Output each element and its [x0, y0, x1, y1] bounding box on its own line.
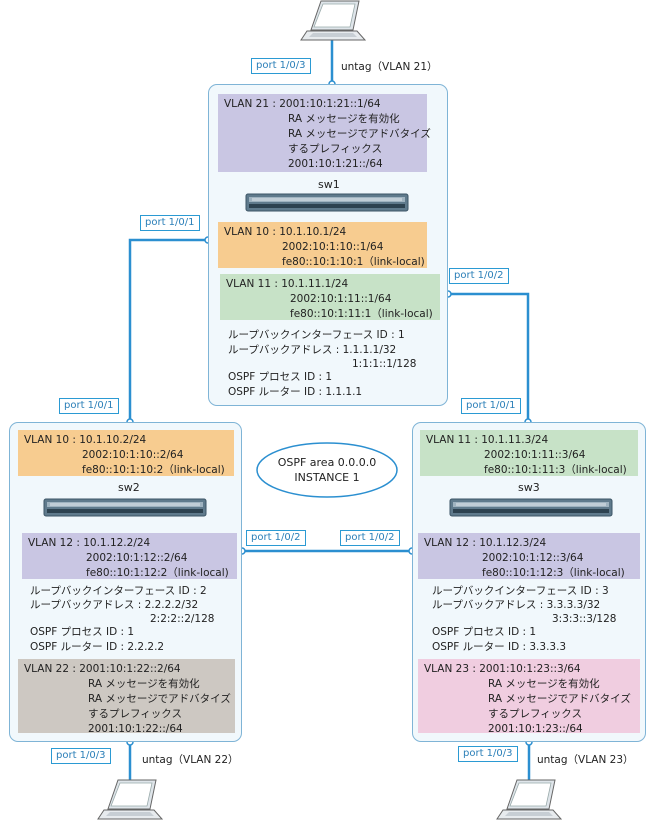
sw1-vlan21-line: 2001:10:1:21::/64 — [288, 158, 383, 170]
sw2-loopback-addr: ループバックアドレス : 2.2.2.2/32 — [30, 599, 199, 611]
link-sw1-sw3 — [448, 292, 530, 422]
sw2-vlan22-box: VLAN 22 : 2001:10:1:22::2/64 RA メッセージを有効… — [18, 659, 235, 735]
sw2-vlan12-line: VLAN 12 : 10.1.12.2/24 — [28, 537, 151, 549]
sw2-vlan10-line: VLAN 10 : 10.1.10.2/24 — [24, 434, 147, 446]
sw1-vlan11-box: VLAN 11 : 10.1.11.1/24 2002:10:1:11::1/6… — [220, 274, 440, 320]
sw1-loopback-addr: ループバックアドレス : 1.1.1.1/32 — [228, 344, 397, 356]
port-label-sw3-p2: port 1/0/2 — [340, 530, 400, 546]
sw2-vlan22-line: するプレフィックス — [88, 708, 182, 720]
sw1-ospf-router-id: OSPF ルーター ID : 1.1.1.1 — [228, 386, 363, 398]
sw3-vlan23-line: 2001:10:1:23::/64 — [488, 723, 583, 735]
sw1-vlan21-line: VLAN 21 : 2001:10:1:21::1/64 — [224, 98, 381, 110]
sw3-loopback-addr: ループバックアドレス : 3.3.3.3/32 — [432, 599, 601, 611]
sw1-vlan10-line: 2002:10:1:10::1/64 — [282, 241, 384, 253]
port-label-sw3-p1: port 1/0/1 — [461, 398, 521, 414]
sw2-vlan12-box: VLAN 12 : 10.1.12.2/24 2002:10:1:12::2/6… — [22, 533, 237, 579]
port-label-sw3-p3: port 1/0/3 — [458, 746, 518, 762]
ospf-area-label: OSPF area 0.0.0.0 INSTANCE 1 — [262, 455, 392, 485]
sw1-ospf-process: OSPF プロセス ID : 1 — [228, 371, 333, 383]
sw2-vlan22-line: 2001:10:1:22::/64 — [88, 723, 183, 735]
sw3-vlan11-line: 2002:10:1:11::3/64 — [484, 449, 586, 461]
sw1-vlan10-line: fe80::10:1:10:1（link-local) — [282, 256, 425, 268]
sw1-vlan21-box: VLAN 21 : 2001:10:1:21::1/64 RA メッセージを有効… — [218, 94, 431, 172]
sw3-ospf-router-id: OSPF ルーター ID : 3.3.3.3 — [432, 641, 567, 653]
sw3-vlan12-line: fe80::10:1:12:3（link-local) — [482, 567, 625, 579]
link-sw1-sw2 — [128, 238, 208, 422]
untag-label-top: untag（VLAN 21） — [341, 61, 438, 73]
sw3-vlan23-line: するプレフィックス — [488, 708, 582, 720]
sw3-vlan11-box: VLAN 11 : 10.1.11.3/24 2002:10:1:11::3/6… — [420, 430, 638, 476]
sw3-vlan11-line: VLAN 11 : 10.1.11.3/24 — [426, 434, 549, 446]
laptop-icon-right — [496, 779, 563, 820]
untag-label-left: untag（VLAN 22） — [142, 754, 239, 766]
area-line-2: INSTANCE 1 — [294, 471, 360, 484]
sw3-vlan12-line: 2002:10:1:12::3/64 — [482, 552, 584, 564]
sw3-vlan23-line: RA メッセージでアドバタイズ — [488, 693, 631, 705]
sw3-vlan12-box: VLAN 12 : 10.1.12.3/24 2002:10:1:12::3/6… — [418, 533, 640, 579]
sw3-ospf-process: OSPF プロセス ID : 1 — [432, 626, 537, 638]
port-label-sw2-p3: port 1/0/3 — [51, 748, 111, 764]
port-label-sw2-p1: port 1/0/1 — [59, 398, 119, 414]
sw2-vlan22-line: VLAN 22 : 2001:10:1:22::2/64 — [24, 663, 181, 675]
area-line-1: OSPF area 0.0.0.0 — [277, 456, 377, 469]
sw1-vlan21-line: するプレフィックス — [288, 143, 382, 155]
sw2-loopback-addr-v6: 2:2:2::2/128 — [150, 613, 215, 625]
ospf-area-ellipse — [256, 442, 398, 498]
sw2-vlan22-line: RA メッセージを有効化 — [88, 678, 200, 690]
sw1-name: sw1 — [318, 178, 340, 191]
sw1-vlan10-line: VLAN 10 : 10.1.10.1/24 — [224, 226, 347, 238]
sw2-vlan12-line: 2002:10:1:12::2/64 — [86, 552, 188, 564]
sw3-vlan23-line: VLAN 23 : 2001:10:1:23::3/64 — [424, 663, 581, 675]
sw1-vlan21-line: RA メッセージでアドバタイズ — [288, 128, 431, 140]
sw1-loopback-id: ループバックインターフェース ID : 1 — [228, 329, 405, 341]
sw3-vlan11-line: fe80::10:1:11:3（link-local) — [484, 464, 627, 476]
sw3-vlan23-line: RA メッセージを有効化 — [488, 678, 600, 690]
sw3-vlan23-box: VLAN 23 : 2001:10:1:23::3/64 RA メッセージを有効… — [418, 659, 640, 735]
sw1-vlan21-line: RA メッセージを有効化 — [288, 113, 400, 125]
sw1-vlan11-line: 2002:10:1:11::1/64 — [290, 293, 392, 305]
sw1-vlan11-line: VLAN 11 : 10.1.11.1/24 — [226, 278, 349, 290]
sw2-ospf-router-id: OSPF ルーター ID : 2.2.2.2 — [30, 641, 165, 653]
sw2-vlan10-box: VLAN 10 : 10.1.10.2/24 2002:10:1:10::2/6… — [18, 430, 234, 476]
sw3-name: sw3 — [518, 481, 540, 494]
sw1-vlan11-line: fe80::10:1:11:1（link-local) — [290, 308, 433, 320]
laptop-icon-left — [97, 779, 164, 820]
laptop-icon-top — [300, 0, 367, 41]
sw2-name: sw2 — [118, 481, 140, 494]
sw3-loopback-addr-v6: 3:3:3::3/128 — [552, 613, 617, 625]
port-label-sw1-p2: port 1/0/2 — [449, 268, 509, 284]
port-label-sw1-p1: port 1/0/1 — [140, 215, 200, 231]
sw2-vlan12-line: fe80::10:1:12:2（link-local) — [86, 567, 229, 579]
port-label-sw1-p3: port 1/0/3 — [251, 58, 311, 74]
sw2-loopback-id: ループバックインターフェース ID : 2 — [30, 585, 207, 597]
sw3-loopback-id: ループバックインターフェース ID : 3 — [432, 585, 609, 597]
sw1-vlan10-box: VLAN 10 : 10.1.10.1/24 2002:10:1:10::1/6… — [218, 222, 427, 268]
untag-label-right: untag（VLAN 23） — [537, 754, 634, 766]
port-label-sw2-p2: port 1/0/2 — [246, 530, 306, 546]
sw2-ospf-process: OSPF プロセス ID : 1 — [30, 626, 135, 638]
sw2-vlan22-line: RA メッセージでアドバタイズ — [88, 693, 231, 705]
sw2-vlan10-line: fe80::10:1:10:2（link-local) — [82, 464, 225, 476]
sw3-vlan12-line: VLAN 12 : 10.1.12.3/24 — [424, 537, 547, 549]
sw2-vlan10-line: 2002:10:1:10::2/64 — [82, 449, 184, 461]
sw1-loopback-addr-v6: 1:1:1::1/128 — [352, 358, 417, 370]
